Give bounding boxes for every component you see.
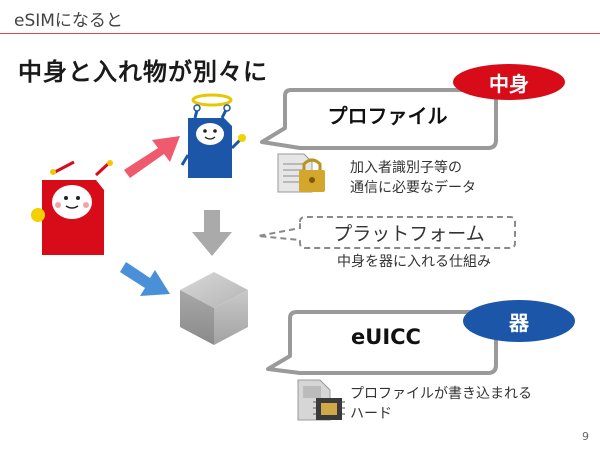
profile-label: プロファイル (327, 104, 448, 128)
blue-sim-character (180, 93, 246, 178)
euicc-caption: プロファイルが書き込まれる ハード (350, 384, 532, 424)
profile-caption-line: 通信に必要なデータ (350, 180, 476, 196)
blue-arrow (120, 262, 170, 296)
contents-label: 中身 (453, 64, 565, 100)
platform-speech-bubble (257, 216, 516, 249)
slide-title: 中身と入れ物が別々に (18, 58, 268, 86)
sim-chip-icon (297, 379, 345, 421)
slide-header: eSIMになると (14, 11, 123, 31)
profile-caption-line: 加入者識別子等の (350, 160, 462, 176)
euicc-caption-line: プロファイルが書き込まれる (350, 386, 532, 402)
gray-down-arrow (192, 210, 232, 256)
euicc-label: eUICC (351, 325, 421, 349)
cube-icon (180, 272, 248, 345)
page-number: 9 (582, 430, 589, 443)
red-sim-character (31, 160, 113, 255)
red-arrow (124, 136, 180, 178)
platform-label: プラットフォーム (333, 223, 485, 245)
profile-caption: 加入者識別子等の 通信に必要なデータ (350, 158, 476, 198)
header-divider (0, 33, 600, 34)
platform-caption: 中身を器に入れる仕組み (337, 254, 491, 270)
locked-document-icon (277, 153, 325, 193)
vessel-label: 器 (463, 300, 575, 342)
euicc-caption-line: ハード (350, 406, 392, 422)
